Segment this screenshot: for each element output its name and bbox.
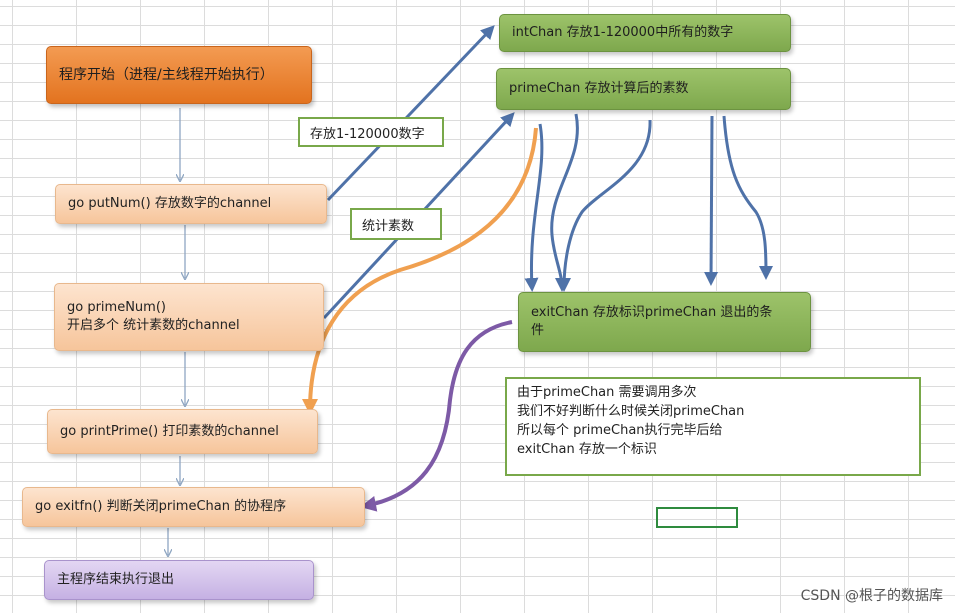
putnum-node: go putNum() 存放数字的channel	[55, 184, 327, 224]
label-store-numbers-text: 存放1-120000数字	[310, 126, 425, 142]
explanation-note: 由于primeChan 需要调用多次 我们不好判断什么时候关闭primeChan…	[505, 377, 921, 476]
end-node-text: 主程序结束执行退出	[57, 572, 175, 588]
exitfn-node: go exitfn() 判断关闭primeChan 的协程序	[22, 487, 365, 527]
primechan-node-text: primeChan 存放计算后的素数	[509, 81, 689, 97]
label-count-primes: 统计素数	[350, 208, 442, 240]
arrow-primechan-to-exitchan-1	[524, 123, 544, 292]
printprime-node-text: go printPrime() 打印素数的channel	[60, 423, 279, 439]
exitchan-node-line2: 件	[531, 323, 545, 338]
note-line-2: 我们不好判断什么时候关闭primeChan	[517, 404, 745, 419]
label-count-primes-text: 统计素数	[362, 218, 415, 234]
arrow-exitchan-to-exitfn	[360, 320, 513, 512]
arrow-primechan-to-printprime	[302, 127, 538, 415]
exitchan-node-line1: exitChan 存放标识primeChan 退出的条	[531, 305, 773, 321]
primenum-node: go primeNum() 开启多个 统计素数的channel	[54, 283, 324, 351]
arrow-primechan-to-exitchan-5	[722, 115, 773, 280]
note-line-3: 所以每个 primeChan执行完毕后给	[517, 423, 723, 438]
start-node-text: 程序开始（进程/主线程开始执行）	[59, 66, 274, 83]
selected-cell[interactable]	[656, 507, 738, 528]
primenum-node-line2: 开启多个 统计素数的channel	[67, 318, 240, 333]
arrow-primechan-to-exitchan-4	[704, 115, 719, 286]
start-node: 程序开始（进程/主线程开始执行）	[46, 46, 312, 104]
label-store-numbers: 存放1-120000数字	[298, 117, 444, 147]
exitfn-node-text: go exitfn() 判断关闭primeChan 的协程序	[35, 499, 287, 515]
end-node: 主程序结束执行退出	[44, 560, 314, 600]
watermark: CSDN @根子的数据库	[800, 588, 943, 604]
intchan-node-text: intChan 存放1-120000中所有的数字	[512, 25, 734, 41]
arrow-putnum-to-intchan	[326, 25, 495, 202]
note-line-4: exitChan 存放一个标识	[517, 442, 657, 457]
arrow-primechan-to-exitchan-3	[557, 119, 652, 292]
intchan-node: intChan 存放1-120000中所有的数字	[499, 14, 791, 52]
arrow-primechan-to-exitchan-2	[550, 113, 579, 292]
putnum-node-text: go putNum() 存放数字的channel	[68, 196, 272, 212]
exitchan-node: exitChan 存放标识primeChan 退出的条 件	[518, 292, 811, 352]
primenum-node-line1: go primeNum()	[67, 300, 166, 316]
note-line-1: 由于primeChan 需要调用多次	[517, 385, 697, 400]
primechan-node: primeChan 存放计算后的素数	[496, 68, 791, 110]
printprime-node: go printPrime() 打印素数的channel	[47, 409, 318, 454]
